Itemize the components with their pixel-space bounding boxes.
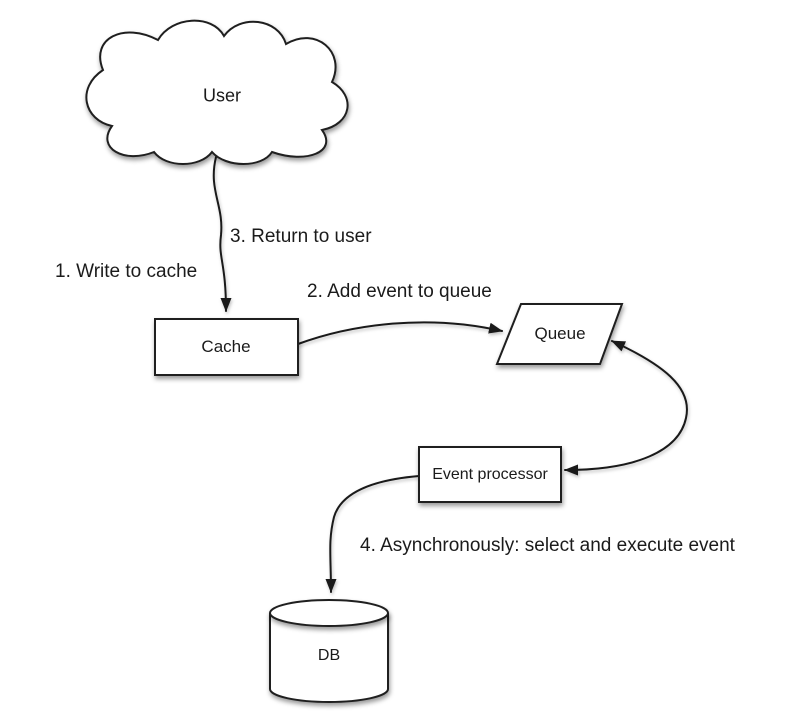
queue-parallelogram <box>495 303 624 365</box>
event-processor-box <box>418 446 562 503</box>
cache-label: Cache <box>201 337 251 356</box>
db-cylinder-top <box>269 599 389 627</box>
db-cylinder <box>269 599 389 703</box>
arrow-cache-to-queue <box>297 321 503 345</box>
step-1-label: 1. Write to cache <box>55 261 198 282</box>
arrow-event-processor-to-db <box>325 475 420 593</box>
arrow-queue-event-processor-double <box>564 340 688 476</box>
queue-label: Queue <box>534 324 586 343</box>
step-4-label: 4. Asynchronously: select and execute ev… <box>360 535 735 556</box>
db-label: DB <box>317 647 341 664</box>
db-cylinder-body <box>269 613 389 703</box>
step-3-label: 3. Return to user <box>230 226 372 247</box>
event-processor-label: Event processor <box>432 466 548 483</box>
step-2-label: 2. Add event to queue <box>307 281 492 302</box>
user-label: User <box>202 85 242 106</box>
cache-box <box>154 318 299 376</box>
arrow-user-to-cache <box>212 156 232 312</box>
user-cloud-shape <box>85 19 349 165</box>
